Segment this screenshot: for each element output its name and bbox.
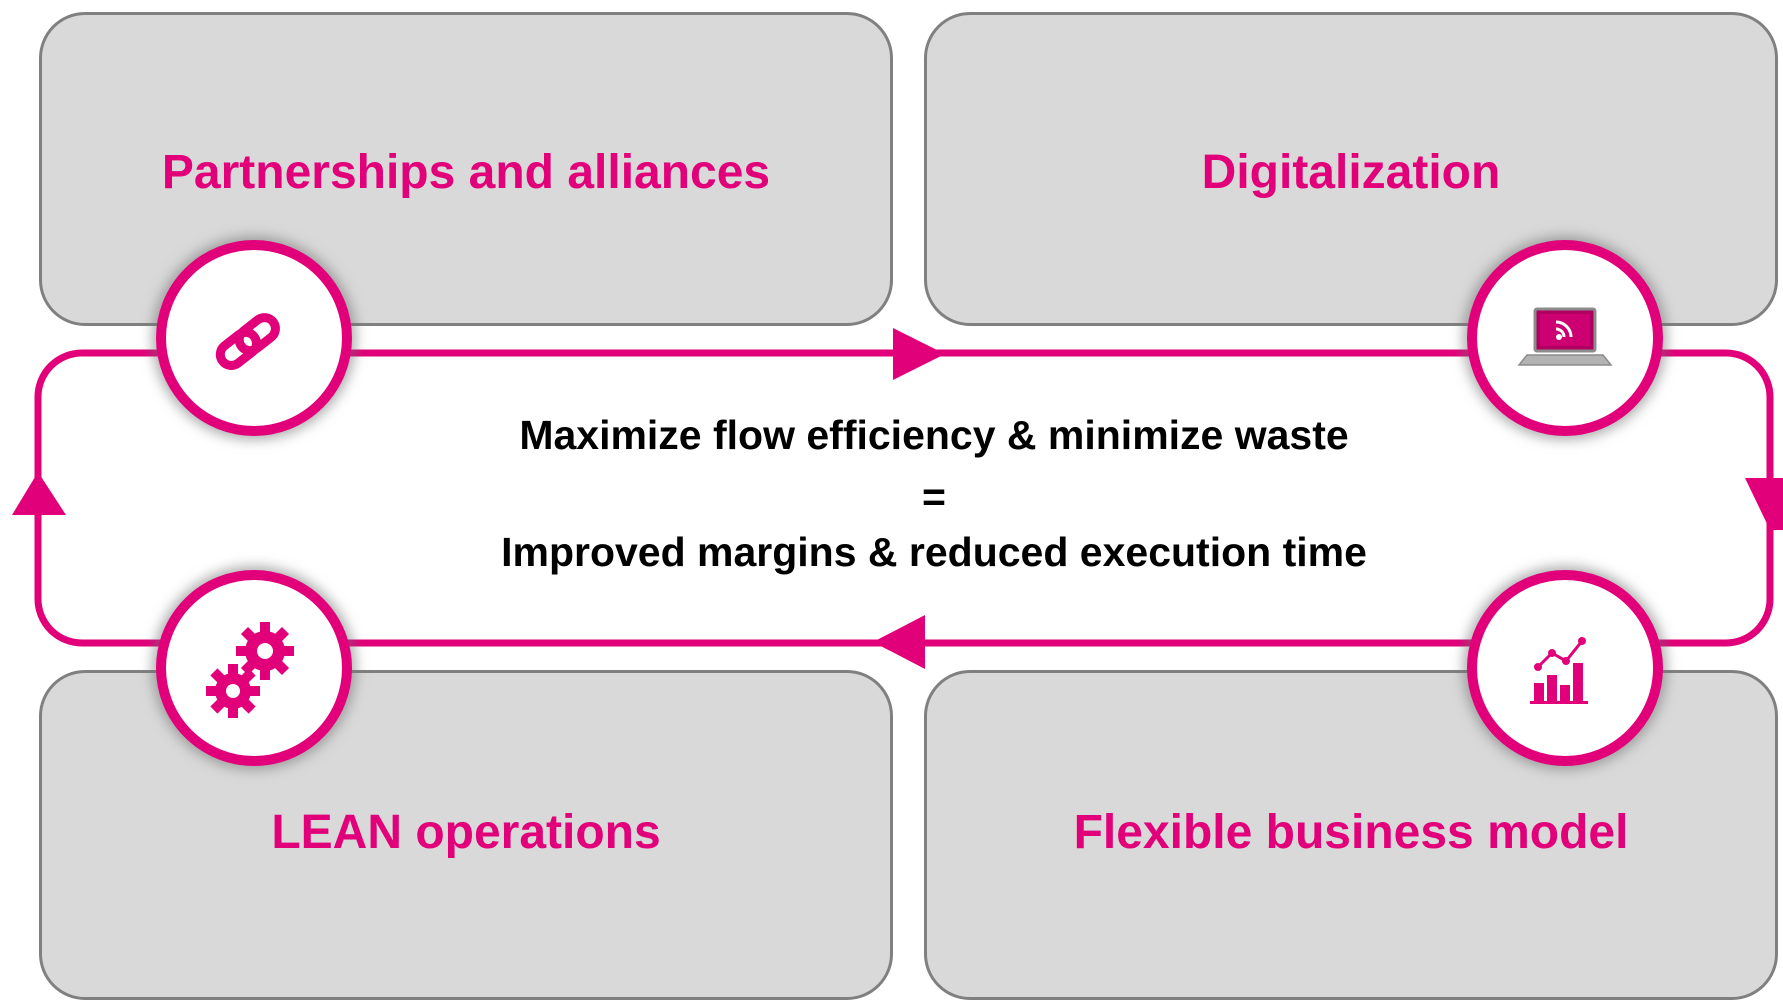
flow-arrow-down: [1745, 478, 1783, 530]
chain-link-icon: [215, 313, 280, 370]
flexible-business-model-badge: [1467, 570, 1663, 766]
quadrant-flexible-business-model-label: Flexible business model: [1073, 806, 1629, 859]
center-statement-line3: Improved margins & reduced execution tim…: [501, 529, 1367, 575]
gears-icon: [206, 622, 294, 718]
flow-arrow-up: [12, 472, 66, 515]
flow-arrow-right: [893, 328, 945, 380]
center-statement-equals: =: [922, 474, 946, 520]
center-statement-line1: Maximize flow efficiency & minimize wast…: [519, 412, 1349, 458]
quadrant-partnerships-label: Partnerships and alliances: [161, 146, 771, 199]
flow-arrow-left: [873, 615, 925, 669]
digitalization-badge: [1467, 240, 1663, 436]
laptop-rss-icon: [1517, 307, 1613, 366]
quadrant-lean-operations-label: LEAN operations: [271, 806, 661, 859]
growth-chart-icon: [1530, 637, 1588, 704]
lean-operations-badge: [156, 570, 352, 766]
partnerships-badge: [156, 240, 352, 436]
quadrant-digitalization-label: Digitalization: [1201, 146, 1501, 199]
